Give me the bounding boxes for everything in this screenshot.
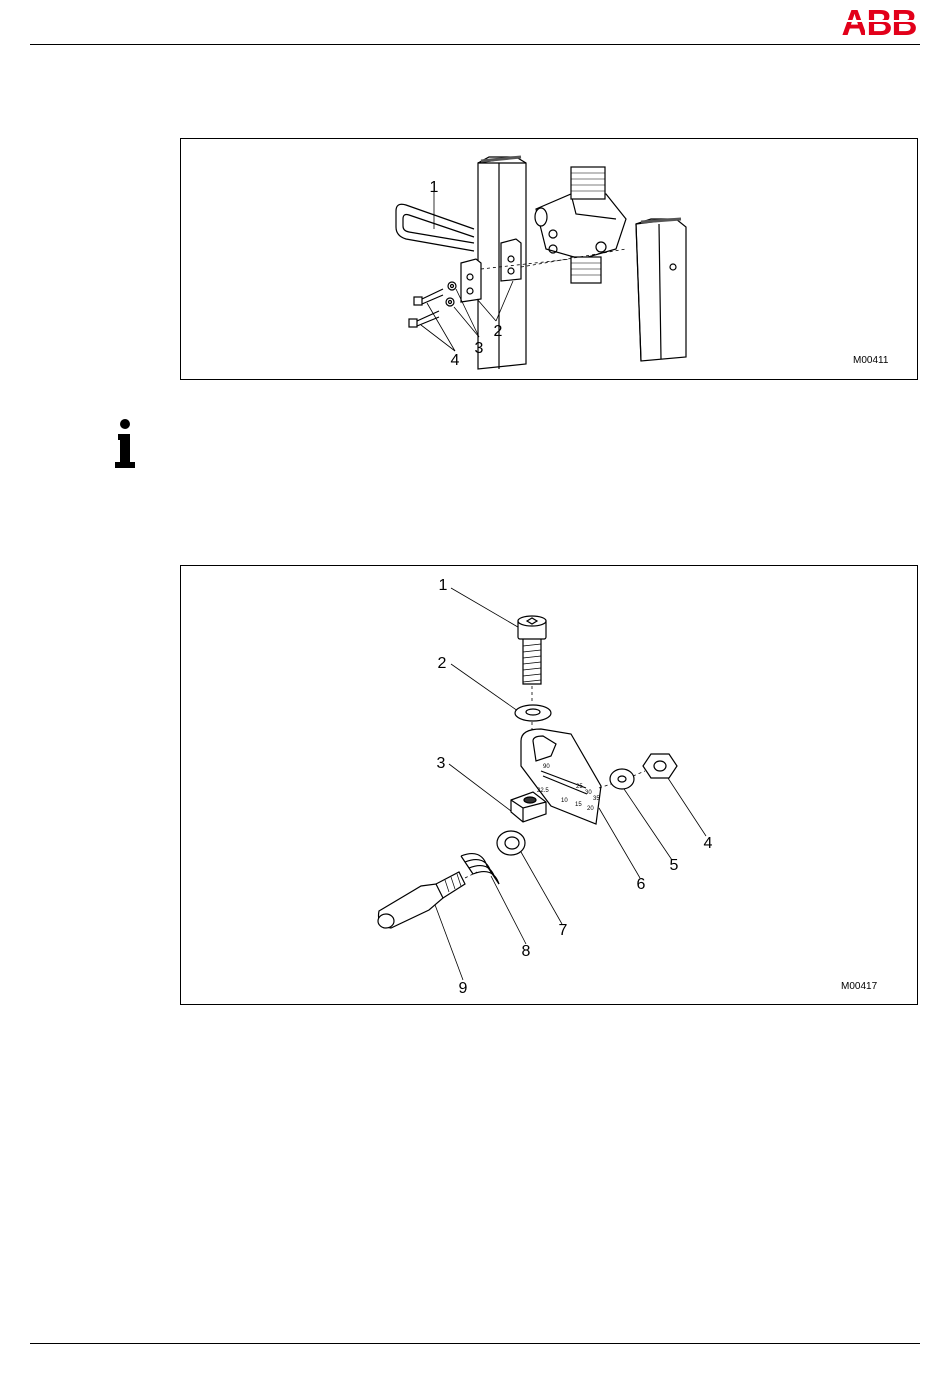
figure-bracket-assembly: 1 2 3 4 M00411 [180, 138, 918, 380]
scale-mark-22-5: 22.5 [537, 788, 549, 794]
scale-mark-30: 30 [585, 790, 592, 796]
callout-2: 2 [438, 655, 447, 672]
scale-mark-35: 35 [593, 796, 600, 802]
figure-id: M00417 [841, 981, 878, 992]
figure-id: M00411 [853, 355, 889, 366]
probe-assembly-drawing: 90 22.5 10 15 20 25 30 35 1 2 3 4 5 6 7 … [181, 566, 919, 1006]
figure-probe-assembly: 90 22.5 10 15 20 25 30 35 1 2 3 4 5 6 7 … [180, 565, 918, 1005]
scale-mark-15: 15 [575, 802, 582, 808]
callout-9: 9 [459, 980, 468, 997]
callout-6: 6 [637, 876, 646, 893]
scale-mark-20: 20 [587, 806, 594, 812]
info-icon [112, 418, 138, 470]
callout-8: 8 [522, 943, 531, 960]
footer-rule [30, 1343, 920, 1344]
callout-1: 1 [430, 179, 439, 196]
callout-7: 7 [559, 922, 568, 939]
scale-mark-25: 25 [576, 784, 583, 790]
bracket-assembly-drawing: 1 2 3 4 M00411 [181, 139, 919, 381]
callout-3: 3 [475, 340, 484, 357]
callout-1: 1 [439, 577, 448, 594]
callout-4: 4 [704, 835, 713, 852]
scale-mark-10: 10 [561, 798, 568, 804]
callout-4: 4 [451, 352, 460, 369]
scale-mark-90: 90 [543, 764, 550, 770]
callout-2: 2 [494, 323, 503, 340]
abb-logo: ABB [838, 4, 920, 38]
callout-5: 5 [670, 857, 679, 874]
header-rule [30, 44, 920, 45]
callout-3: 3 [437, 755, 446, 772]
